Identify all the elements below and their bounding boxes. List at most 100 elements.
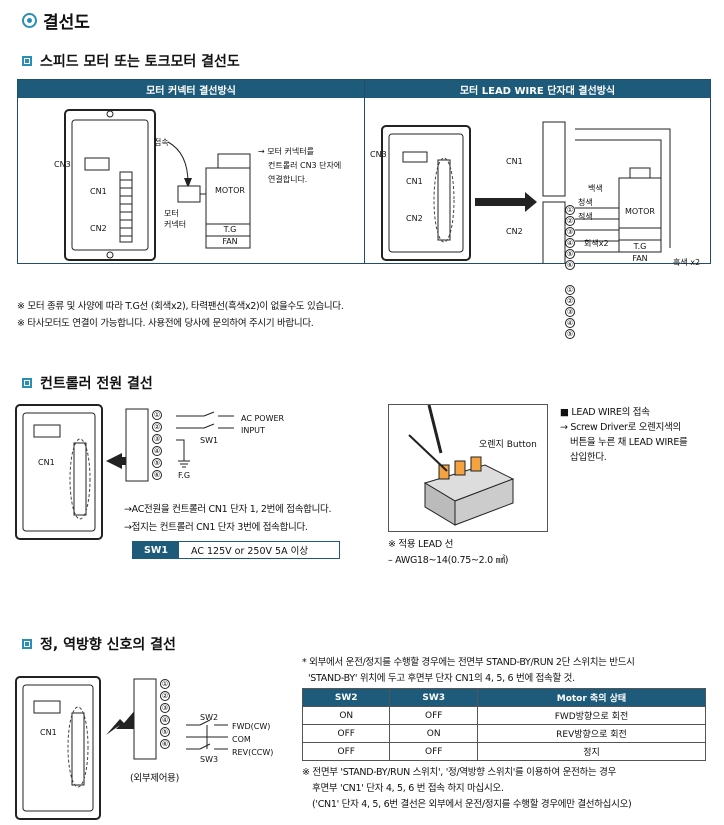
terminal-number: ④ bbox=[565, 318, 575, 328]
power-wiring-diagram bbox=[15, 404, 234, 540]
terminal-number: ① bbox=[565, 205, 575, 215]
table-cell: OFF bbox=[301, 724, 391, 743]
lead-line-3: 삽입한다. bbox=[570, 452, 607, 463]
awg-spec: – AWG18~14(0.75~2.0 ㎟) bbox=[388, 555, 509, 566]
fwd-label: FWD(CW) bbox=[232, 722, 271, 731]
lead-wire-photo: 오렌지 Button bbox=[388, 404, 548, 532]
table-cell: OFF bbox=[389, 742, 478, 761]
terminal-number: ⑤ bbox=[160, 727, 170, 737]
square-bullet-icon bbox=[22, 56, 32, 66]
lead-line-2: 버튼을 누른 채 LEAD WIRE를 bbox=[570, 437, 688, 448]
cn1-label-direction: CN1 bbox=[40, 728, 57, 737]
terminal-number: ② bbox=[160, 691, 170, 701]
tg-label-right: T.G bbox=[633, 242, 647, 251]
footnote-2: ※ 타사모터도 연결이 가능합니다. 사용전에 당사에 문의하여 주시기 바랍니… bbox=[17, 318, 314, 329]
table-cell: REV방향으로 회전 bbox=[476, 724, 707, 743]
terminal-number: ① bbox=[152, 410, 162, 420]
cn3-label-right: CN3 bbox=[370, 150, 387, 159]
section-heading-direction: 정, 역방향 신호의 결선 bbox=[22, 634, 176, 654]
cn1-terminal-label: CN1 bbox=[506, 157, 523, 166]
fg-label: F.G bbox=[178, 471, 191, 480]
cn1-label-right: CN1 bbox=[406, 177, 423, 186]
terminal-number: ③ bbox=[565, 307, 575, 317]
terminal-number: ⑥ bbox=[565, 260, 575, 270]
table-cell: OFF bbox=[389, 706, 478, 725]
orange-button-label: 오렌지 Button bbox=[479, 440, 537, 450]
direction-wiring-diagram bbox=[15, 676, 228, 820]
connect-label: 접속 bbox=[154, 138, 169, 147]
section-heading-power: 컨트롤러 전원 결선 bbox=[22, 373, 153, 393]
table-cell: OFF bbox=[301, 742, 391, 761]
cn1-label: CN1 bbox=[90, 187, 107, 196]
terminal-number: ④ bbox=[565, 238, 575, 248]
cn1-label-power: CN1 bbox=[38, 458, 55, 467]
gray-wire-label: 회색x2 bbox=[584, 239, 609, 248]
table-cell: FWD방향으로 회전 bbox=[476, 706, 707, 725]
square-bullet-icon bbox=[22, 378, 32, 388]
terminal-number: ② bbox=[565, 296, 575, 306]
lead-wire-diagram bbox=[381, 121, 671, 263]
divider bbox=[364, 80, 365, 263]
table-cell: ON bbox=[301, 706, 391, 725]
table-header-cell: Motor 축의 상태 bbox=[476, 688, 707, 707]
external-control-label: (외부제어용) bbox=[130, 773, 180, 784]
terminal-number: ⑥ bbox=[160, 739, 170, 749]
left-header: 모터 커넥터 결선방식 bbox=[18, 80, 364, 98]
sw3-label: SW3 bbox=[200, 755, 219, 764]
sw1-spec-key: SW1 bbox=[133, 542, 179, 558]
sw2-label: SW2 bbox=[200, 713, 219, 722]
ac-power-label: AC POWER bbox=[241, 414, 285, 423]
note-line1: → 모터 커넥터를 bbox=[258, 147, 314, 156]
input-label: INPUT bbox=[241, 426, 265, 435]
terminal-number: ① bbox=[160, 679, 170, 689]
motor-connector-label: 모터 커넥터 bbox=[164, 209, 187, 229]
page-title: 결선도 bbox=[22, 8, 90, 33]
wiring-diagram-box: 모터 커넥터 결선방식 모터 LEAD WIRE 단자대 결선방식 CN3 CN… bbox=[17, 79, 711, 339]
direction-foot-2: 후면부 'CN1' 단자 4, 5, 6 번 접속 하지 마십시오. bbox=[312, 783, 504, 794]
right-header: 모터 LEAD WIRE 단자대 결선방식 bbox=[365, 80, 710, 98]
table-header-cell: SW2 bbox=[301, 688, 391, 707]
terminal-number: ① bbox=[565, 285, 575, 295]
power-line-1: →AC전원을 컨트롤러 CN1 단자 1, 2번에 접속합니다. bbox=[124, 504, 332, 515]
sw1-spec-value: AC 125V or 250V 5A 이상 bbox=[191, 546, 309, 557]
note-line2: 컨트롤러 CN3 단자에 bbox=[268, 161, 342, 170]
terminal-number: ⑤ bbox=[152, 458, 162, 468]
blue-wire-label: 청색 bbox=[578, 198, 593, 207]
fan-label-right: FAN bbox=[632, 254, 648, 263]
direction-foot-1: ※ 전면부 'STAND-BY/RUN 스위치', '정/역방향 스위치'를 이… bbox=[302, 767, 617, 778]
direction-intro-1: * 외부에서 운전/정지를 수행할 경우에는 전면부 STAND-BY/RUN … bbox=[302, 657, 635, 668]
terminal-number: ③ bbox=[152, 434, 162, 444]
direction-intro-2: 'STAND-BY' 위치에 두고 후면부 단자 CN1의 4, 5, 6 번에… bbox=[308, 673, 575, 684]
connector-illustration bbox=[408, 404, 515, 526]
terminal-number: ③ bbox=[160, 703, 170, 713]
terminal-number: ⑤ bbox=[565, 249, 575, 259]
cn2-label-right: CN2 bbox=[406, 214, 423, 223]
lead-line-1: → Screw Driver로 오렌지색의 bbox=[560, 422, 681, 433]
table-cell: 정지 bbox=[476, 742, 707, 761]
cn2-label: CN2 bbox=[90, 224, 107, 233]
terminal-number: ② bbox=[565, 216, 575, 226]
section-heading-speed-motor: 스피드 모터 또는 토크모터 결선도 bbox=[22, 51, 240, 71]
terminal-number: ⑤ bbox=[565, 329, 575, 339]
applied-lead: ※ 적용 LEAD 선 bbox=[388, 539, 454, 550]
sw1-spec: SW1 AC 125V or 250V 5A 이상 bbox=[132, 541, 340, 559]
cn2-terminal-label: CN2 bbox=[506, 227, 523, 236]
table-cell: ON bbox=[389, 724, 478, 743]
target-icon bbox=[22, 13, 37, 28]
motor-label: MOTOR bbox=[215, 186, 245, 195]
motor-connector-diagram bbox=[64, 109, 251, 261]
terminal-number: ④ bbox=[160, 715, 170, 725]
cn3-label: CN3 bbox=[54, 160, 71, 169]
sw1-label: SW1 bbox=[200, 436, 219, 445]
footnote-1: ※ 모터 종류 및 사양에 따라 T.G선 (회색x2), 타력팬선(흑색x2)… bbox=[17, 301, 344, 312]
direction-foot-3: ('CN1' 단자 4, 5, 6번 결선은 외부에서 운전/정지를 수행할 경… bbox=[312, 799, 632, 810]
note-line3: 연결합니다. bbox=[268, 175, 308, 184]
power-line-2: →접지는 컨트롤러 CN1 단자 3번에 접속합니다. bbox=[124, 522, 308, 533]
fan-label: FAN bbox=[222, 237, 238, 246]
terminal-number: ② bbox=[152, 422, 162, 432]
